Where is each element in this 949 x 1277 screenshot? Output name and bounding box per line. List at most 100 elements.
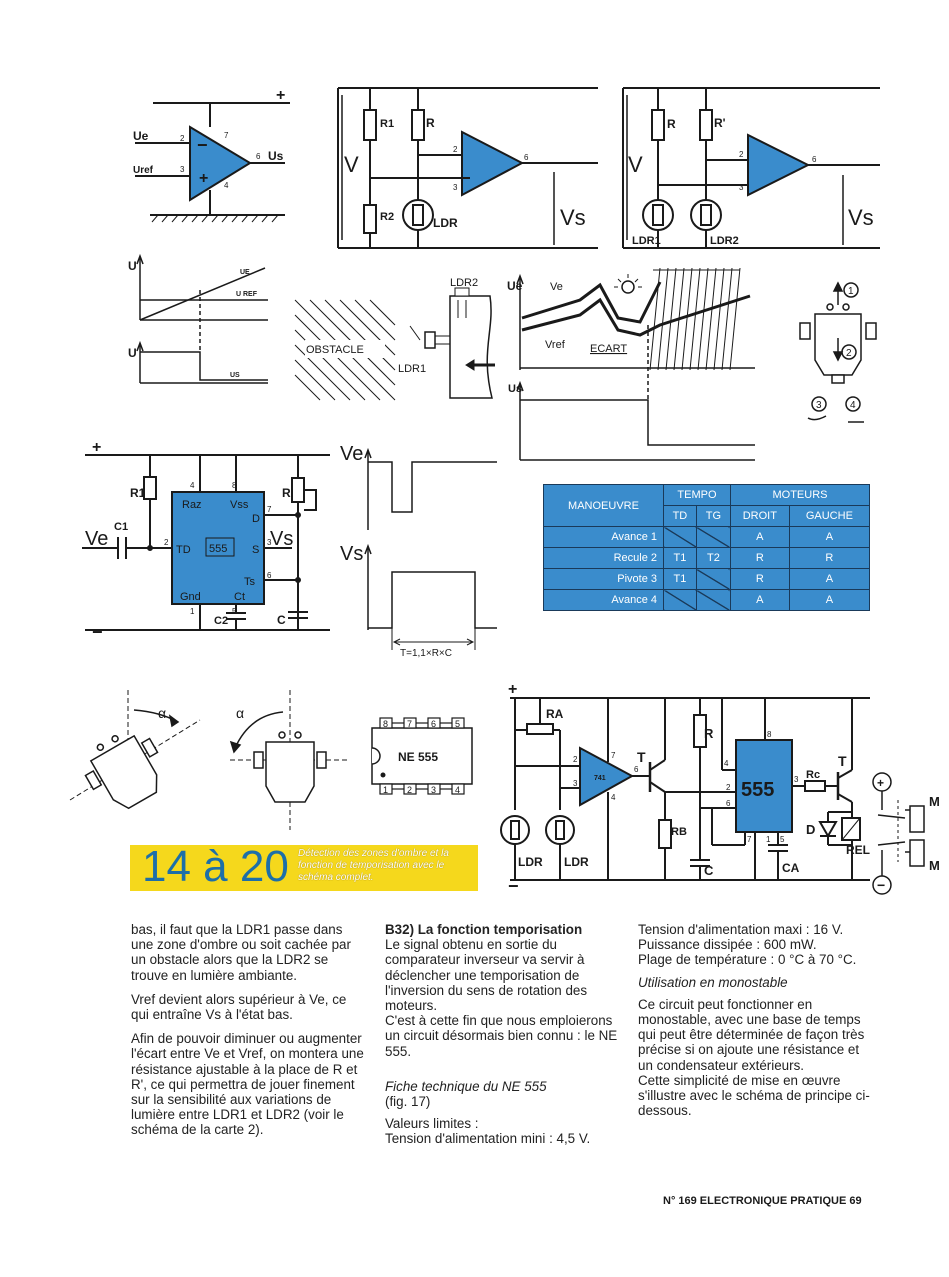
table-row: Avance 1 A A	[543, 526, 871, 548]
fig2-pin3: 3	[453, 183, 458, 192]
text-column-2: B32) La fonction temporisation Le signal…	[385, 922, 619, 1156]
table-sub-gauche: GAUCHE	[788, 505, 871, 527]
table-row: Avance 4 A A	[543, 589, 871, 611]
col3-paragraph-1: Tension d'alimentation maxi : 16 V.	[638, 922, 844, 937]
fig12-op-pin2: 2	[573, 755, 578, 764]
fig3-ldr2: LDR2	[710, 235, 739, 247]
table-header-moteurs: MOTEURS	[729, 484, 871, 506]
fig12-op-pin4: 4	[611, 793, 616, 802]
fig-ldr-divider: R1 R R2 LDR V Vs 2 3 6	[337, 87, 598, 249]
fig2-vs: Vs	[560, 205, 586, 230]
fig12-rc: Rc	[806, 769, 820, 781]
fig8-p7: 7	[267, 505, 272, 514]
text-column-1: bas, il faut que la LDR1 passe dans une …	[131, 922, 365, 1147]
fig-555-monostable: + − R1 R Ve C1 Vs Raz Vss D TD 555 S Ts …	[82, 439, 330, 642]
fig1-pin7: 7	[224, 131, 229, 140]
fig12-m1: M	[929, 794, 940, 809]
fig8-gnd: Gnd	[180, 591, 201, 603]
fig8-p6: 6	[267, 571, 272, 580]
table-cell-td	[663, 589, 697, 611]
fig12-chip-pin7: 7	[747, 835, 752, 844]
table-sub-tg: TG	[695, 505, 731, 527]
table-cell-td: T1	[663, 568, 697, 590]
fig12-chip-pin4: 4	[724, 759, 729, 768]
col3-paragraph-2: Puissance dissipée : 600 mW.	[638, 937, 817, 953]
fig3-r: R	[667, 117, 676, 131]
fig12-rel: REL	[846, 843, 870, 857]
fig8-c: C	[277, 613, 286, 627]
fig2-r: R	[426, 116, 435, 130]
fig6-ve: Ve	[550, 281, 563, 293]
fig8-ve: Ve	[85, 528, 108, 550]
fig6-vref: Vref	[545, 339, 566, 351]
fig4-us: US	[230, 372, 240, 379]
table-cell-tg	[695, 568, 731, 590]
fig8-p8: 8	[232, 481, 237, 490]
fig3-pin3: 3	[739, 183, 744, 192]
fig11-pin8: 8	[383, 719, 388, 729]
fig4-u-top: U	[128, 259, 137, 273]
fig8-plus: +	[92, 439, 101, 456]
table-cell-droit: R	[729, 568, 790, 590]
fig12-chip-pin6: 6	[726, 799, 731, 808]
table-cell-gauche: A	[788, 589, 871, 611]
fig-timing: Ve Vs T=1,1×R×C	[340, 443, 497, 659]
fig8-vs: Vs	[270, 528, 293, 550]
col2-heading-fiche: Fiche technique du NE 555	[385, 1078, 547, 1094]
table-sub-droit: DROIT	[729, 505, 790, 527]
fig1-plus-sign: +	[199, 170, 208, 187]
fig7-n2: 2	[846, 348, 852, 359]
fig12-ldr1: LDR	[518, 855, 543, 869]
table-row: Recule 2 T1 T2 R R	[543, 547, 871, 569]
table-cell-tg	[695, 589, 731, 611]
fig8-c2: C2	[214, 615, 228, 627]
fig6-ue-axis: Ue	[507, 279, 523, 293]
fig8-r: R	[282, 486, 291, 500]
fig3-ldr1: LDR1	[632, 235, 661, 247]
fig9-vs: Vs	[340, 543, 363, 565]
table-header-manoeuvre: MANOEUVRE	[543, 484, 664, 527]
fig8-d: D	[252, 513, 260, 525]
page-footer: N° 169 ELECTRONIQUE PRATIQUE 69	[663, 1195, 862, 1207]
fig1-us: Us	[268, 149, 284, 163]
fig3-rprime: R'	[714, 116, 726, 130]
fig12-op: 741	[594, 775, 606, 782]
fig11-pin2: 2	[407, 785, 412, 795]
fig8-p1: 1	[190, 607, 195, 616]
fig-ldr-graphs: Ue Ve Vref ECART Us	[507, 267, 755, 461]
fig8-p2: 2	[164, 538, 169, 547]
banner-caption: Détection des zones d'ombre et la foncti…	[298, 848, 449, 883]
fig11-pin3: 3	[431, 785, 436, 795]
fig12-op-pin7: 7	[611, 751, 616, 760]
fig11-chip: NE 555	[398, 750, 438, 764]
text-column-3: Tension d'alimentation maxi : 16 V. Puis…	[638, 922, 872, 1127]
fig2-ldr: LDR	[433, 216, 458, 230]
fig1-minus-sign: −	[197, 135, 208, 155]
fig1-ue: Ue	[133, 129, 149, 143]
fig2-v: V	[344, 152, 359, 177]
fig8-td: TD	[176, 544, 191, 556]
fig12-chip-pin8: 8	[767, 730, 772, 739]
table-sub-td: TD	[663, 505, 697, 527]
fig11-pin7: 7	[407, 719, 412, 729]
fig8-minus: −	[92, 622, 103, 642]
fig5-obstacle: OBSTACLE	[306, 344, 364, 356]
fig12-op-pin6: 6	[634, 765, 639, 774]
fig12-t1: T	[637, 749, 646, 765]
manoeuvre-table: MANOEUVRE TEMPO MOTEURS TD TG DROIT GAUC…	[543, 484, 871, 611]
table-cell-tg: T2	[695, 547, 731, 569]
fig12-op-pin3: 3	[573, 779, 578, 788]
fig10-alpha1: α	[158, 705, 166, 721]
fig8-r1: R1	[130, 486, 146, 500]
col2-heading-b32: B32) La fonction temporisation	[385, 922, 583, 937]
table-cell-droit: A	[729, 526, 790, 548]
fig11-pin6: 6	[431, 719, 436, 729]
table-cell-td	[663, 526, 697, 548]
fig4-u-bottom: U	[128, 346, 137, 360]
fig12-c: C	[704, 863, 714, 878]
fig2-r1: R1	[380, 118, 394, 130]
fig2-pin2: 2	[453, 145, 458, 154]
fig12-chip-pin2: 2	[726, 783, 731, 792]
table-cell-name: Pivote 3	[543, 568, 664, 590]
